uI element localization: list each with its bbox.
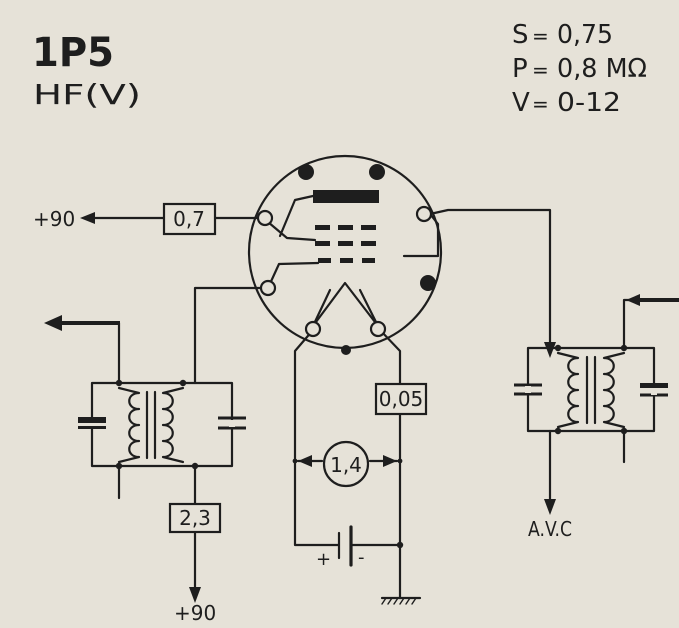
gap-mask-2 (229, 420, 235, 427)
input-secondary-coil (161, 386, 185, 464)
tube-anode (313, 190, 379, 203)
spec-s-eq: = (532, 24, 549, 48)
resistor-box-bias (374, 382, 428, 416)
arrow-input-supply (189, 587, 201, 603)
lead-plate-internal (402, 212, 440, 258)
arrow-input-out-line (60, 321, 120, 325)
input-transformer-frame (90, 381, 234, 468)
spec-p-value: 0,8 MΩ (557, 54, 647, 84)
spec-v-value: 0-12 (557, 88, 621, 118)
tube-grid-2 (315, 225, 376, 230)
tube-envelope (247, 154, 443, 350)
arrowheads (44, 212, 640, 603)
spec-v-eq: = (532, 92, 549, 116)
arrow-avc (544, 499, 556, 515)
battery-plus-label: + (316, 549, 331, 570)
spec-s-symbol: S (512, 20, 529, 50)
screen-resistor-value: 0,7 (173, 207, 205, 231)
ground-hatching (381, 597, 417, 605)
arrow-output-in (626, 294, 640, 306)
output-primary-coil (556, 351, 580, 429)
filament (311, 281, 380, 328)
spec-p-symbol: P (512, 54, 528, 84)
gap-mask-4 (651, 388, 657, 395)
input-capacitor-left-plate (78, 417, 106, 423)
input-primary-coil (117, 386, 141, 464)
filament-voltage-circle (322, 440, 370, 488)
lead-grid2 (266, 220, 317, 242)
gap-mask-3 (525, 386, 531, 393)
tube-blind-pins (298, 164, 436, 355)
lead-grid1 (266, 261, 320, 290)
arrow-input-out (44, 315, 62, 331)
tube-type: HF(V) (33, 78, 141, 111)
input-output-arrow-line (60, 321, 121, 385)
lead-anode (278, 194, 315, 238)
output-secondary-coil (602, 351, 626, 429)
tube-pins (256, 205, 433, 338)
spec-s-value: 0,75 (557, 20, 613, 50)
filament-right-lead (358, 288, 380, 328)
input-resistor-value: 2,3 (179, 506, 211, 530)
spec-v-symbol: V (512, 88, 530, 118)
output-transformer-frame (526, 346, 656, 433)
arrow-dim-left (298, 455, 312, 467)
output-input-line (622, 298, 664, 350)
input-capacitor-left-plate-2 (78, 426, 106, 429)
avc-label: A.V.C (528, 517, 572, 541)
input-supply-label: +90 (174, 601, 216, 625)
gap-mask-1 (89, 423, 95, 426)
spec-p-eq: = (532, 58, 549, 82)
arrow-output-in-line (640, 298, 679, 302)
tube-grid-1 (315, 241, 376, 246)
arrow-dim-right (383, 455, 397, 467)
arrow-plate-down (544, 342, 556, 358)
filament-voltage-value: 1,4 (330, 453, 362, 477)
tube-grid-0 (318, 258, 375, 263)
arrow-screen-supply (80, 212, 95, 224)
junction-dots (115, 344, 628, 549)
wire-filament-left (293, 328, 340, 547)
resistor-box-screen (162, 202, 217, 236)
bias-resistor-value: 0,05 (379, 387, 424, 411)
tube-name: 1P5 (32, 30, 114, 76)
wire-plate-out (428, 208, 552, 350)
wire-grid-in (193, 286, 270, 385)
resistor-box-input (168, 502, 222, 534)
output-capacitor-right-plate (640, 383, 668, 388)
battery-minus-label: - (358, 547, 365, 568)
filament-left-lead (311, 288, 332, 328)
plate-supply-label: +90 (33, 207, 75, 231)
wire-filament-right (378, 328, 402, 386)
